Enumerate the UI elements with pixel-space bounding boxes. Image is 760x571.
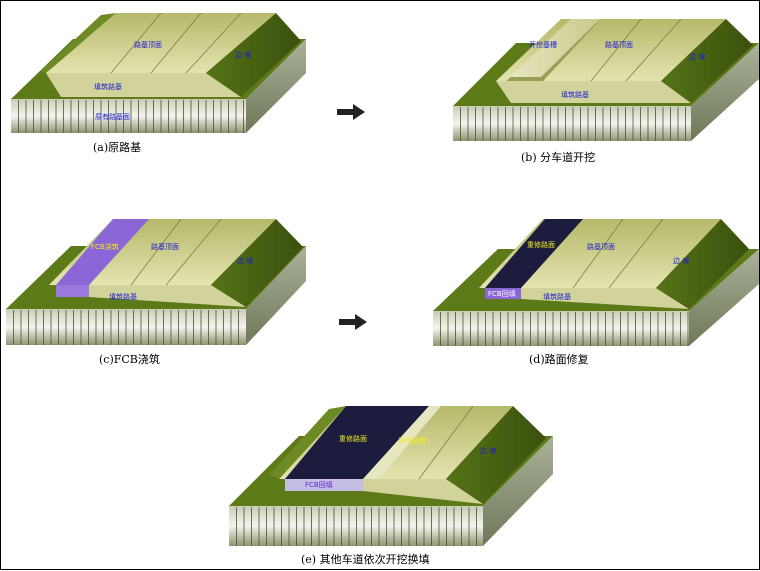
label-fcb: FCB浇筑 (91, 242, 119, 251)
panel-pavement-repair: 重修路面 路基顶面 边 坡 FCB回填 填筑路基 (d)路面修复 (433, 218, 759, 366)
ground-right-face (483, 436, 553, 546)
embankment-left-slope (41, 13, 116, 73)
fcb-backfill-face (285, 479, 363, 491)
label-trench: 开挖基槽 (529, 40, 557, 49)
embankment-right-slope (656, 219, 749, 309)
pavement-top (46, 13, 276, 73)
ground-right-face (689, 249, 759, 346)
excavated-trench (363, 406, 441, 479)
label-pavement: 路基顶面 (605, 40, 633, 49)
ground-right-face (691, 43, 759, 141)
label-fill: 填筑路基 (94, 82, 122, 91)
embankment-right-slope (206, 13, 301, 97)
embankment-front-slope (496, 81, 691, 103)
label-repair: 重修路面 (527, 240, 555, 249)
panel-original-subgrade: 路基顶面 边 坡 填筑路基 原有路基面 (a)原路基 (11, 12, 306, 154)
ground-front-face (433, 311, 689, 346)
label-base: 原有路基面 (95, 112, 130, 121)
caption-d: (d)路面修复 (529, 352, 589, 366)
ground-hatching (13, 310, 239, 345)
caption-a: (a)原路基 (93, 141, 141, 154)
ground-hatching (440, 312, 689, 346)
embankment-front-slope (521, 288, 689, 309)
ground-right-face (246, 39, 306, 133)
label-slope: 边 坡 (235, 50, 251, 59)
embankment-front-slope (363, 479, 483, 504)
trench-wall (506, 19, 601, 81)
label-fill: 填筑路基 (543, 292, 571, 301)
label-fcb: FCB回填 (488, 289, 516, 298)
label-pavement: 路基顶面 (134, 40, 162, 49)
embankment-front-slope (46, 73, 241, 97)
arrow-right-icon (337, 104, 365, 120)
label-slope: 边 坡 (673, 256, 689, 265)
caption-e: (e) 其他车道依次开挖换填 (301, 552, 430, 566)
label-repair: 重修路面 (339, 434, 367, 443)
ground-hatching (18, 100, 244, 133)
arrow-right-icon (339, 314, 367, 330)
label-pavement: 路基顶面 (587, 242, 615, 251)
label-pavement: 路基顶面 (151, 242, 179, 251)
caption-b: (b) 分车道开挖 (521, 150, 595, 164)
ground-hatching (460, 107, 686, 141)
ground-front-face (453, 106, 691, 141)
label-trench: 开挖基槽 (398, 436, 426, 445)
fcb-fill-strip (56, 219, 149, 285)
ground-front-face (229, 506, 483, 546)
panel-other-lanes: 重修路面 开挖基槽 边 坡 FCB回填 (e) 其他车道依次开挖换填 (229, 405, 553, 566)
excavated-trench (506, 19, 601, 81)
fcb-backfill-face (485, 288, 521, 299)
fcb-front-face (56, 285, 89, 297)
caption-c: (c)FCB浇筑 (99, 352, 160, 366)
embankment-right-slope (211, 219, 303, 307)
ground-hatching (236, 507, 477, 546)
repaired-pavement-strip (285, 406, 429, 479)
ground-front-face (11, 99, 246, 133)
label-fcb: FCB回填 (305, 480, 333, 489)
panel-fcb-pouring: FCB浇筑 路基顶面 边 坡 填筑路基 (c)FCB浇筑 (6, 218, 306, 366)
repaired-pavement-strip (485, 219, 583, 288)
embankment-right-slope (661, 19, 753, 103)
embankment-left-slope (269, 406, 346, 479)
embankment-front-slope (89, 285, 246, 307)
label-slope: 边 坡 (689, 52, 705, 61)
embankment-right-slope (446, 406, 546, 504)
label-slope: 边 坡 (237, 256, 253, 265)
ground-right-face (246, 246, 306, 345)
label-fill: 填筑路基 (109, 292, 137, 301)
label-fill: 填筑路基 (561, 90, 589, 99)
label-slope: 边 坡 (480, 446, 496, 455)
panel-lane-excavation: 开挖基槽 路基顶面 边 坡 填筑路基 (b) 分车道开挖 (453, 18, 759, 164)
